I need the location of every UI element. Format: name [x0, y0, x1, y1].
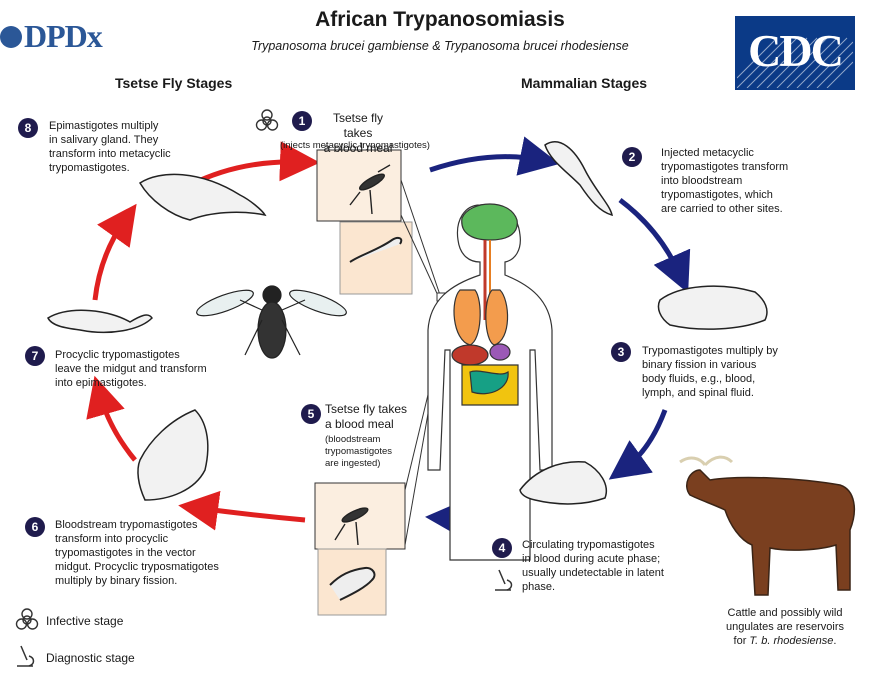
reservoir-suffix: .	[833, 635, 837, 647]
step-5-line-1: Tsetse fly takes	[325, 402, 408, 416]
bloodstream-trypomastigote-icon-6	[137, 409, 209, 501]
fly-feeding-box-top	[316, 149, 402, 222]
cdc-logo: CDC	[735, 16, 855, 90]
tsetse-fly-bottom-icon	[334, 507, 369, 546]
bloodstream-trypomastigote-bottom-icon	[329, 566, 376, 601]
step-5-text: Tsetse fly takes a blood meal	[325, 402, 407, 432]
step-2-text: Injected metacyclic trypomastigotes tran…	[661, 146, 788, 216]
procyclic-trypomastigote-icon	[47, 309, 153, 334]
step-6-line-3: trypomastigotes in the vector	[55, 547, 196, 559]
step-6-line-4: midgut. Procyclic tryposmatigotes	[55, 561, 219, 573]
step-5-line-2: a blood meal	[325, 417, 394, 431]
step-4-line-3: usually undetectable in latent	[522, 567, 664, 579]
reservoir-line-2: ungulates are reservoirs	[725, 621, 844, 633]
step-6-line-2: transform into procyclic	[55, 533, 169, 545]
step-2-line-3: into bloodstream	[661, 175, 743, 187]
cattle-icon	[679, 455, 856, 596]
step-1-line-1: Tsetse fly takes	[332, 111, 383, 140]
step-8-line-3: transform into metacyclic	[49, 148, 171, 160]
dpdx-logo-text: DPDx	[24, 18, 103, 54]
step-7-line-3: into epimastigotes.	[55, 377, 147, 389]
tsetse-fly-stages-heading: Tsetse Fly Stages	[115, 75, 233, 91]
trypomastigote-icon-4	[519, 461, 607, 505]
arrow-6-to-7	[86, 375, 137, 462]
step-2-line-2: trypomastigotes transform	[661, 161, 789, 173]
step-3-line-3: body fluids, e.g., blood,	[642, 373, 756, 385]
step-3-line-1: Trypomastigotes multiply by	[642, 345, 778, 357]
legend-biohazard-icon	[15, 608, 39, 630]
step-7-line-1: Procyclic trypomastigotes	[55, 349, 180, 361]
step-6-badge: 6	[25, 517, 45, 537]
cdc-logo-text: CDC	[748, 25, 844, 76]
reservoir-caption: Cattle and possibly wild ungulates are r…	[700, 606, 870, 648]
step-5-note-line-1: (bloodstream	[325, 434, 381, 445]
trypomastigote-icon-3	[657, 285, 768, 330]
step-8-line-2: in salivary gland. They	[49, 134, 159, 146]
mammalian-stages-heading: Mammalian Stages	[521, 75, 648, 91]
step-4-text: Circulating trypomastigotes in blood dur…	[522, 538, 664, 594]
arrow-7-to-8	[92, 203, 137, 301]
legend-diagnostic-label: Diagnostic stage	[46, 651, 135, 665]
step-2-badge: 2	[622, 147, 642, 167]
diagram-subtitle: Trypanosoma brucei gambiense & Trypanoso…	[251, 39, 629, 53]
step-6-line-1: Bloodstream trypomastigotes	[55, 519, 198, 531]
step-7-badge: 7	[25, 346, 45, 366]
reservoir-line-3: for T. b. rhodesiense.	[700, 634, 870, 648]
tsetse-fly-icon	[196, 285, 347, 359]
step-5-badge: 5	[301, 404, 321, 424]
epimastigote-icon	[138, 173, 267, 221]
arrow-1-to-2	[429, 136, 560, 176]
step-8-line-4: trypomastigotes.	[49, 162, 130, 174]
step-4-badge: 4	[492, 538, 512, 558]
cdc-stripes	[737, 37, 853, 88]
reservoir-line-1: Cattle and possibly wild	[727, 607, 843, 619]
arrow-5-to-6	[178, 490, 306, 531]
reservoir-prefix: for	[733, 635, 750, 647]
step-4-line-2: in blood during acute phase;	[522, 553, 661, 565]
diagram-title: African Trypanosomiasis	[315, 8, 565, 31]
step-1-note: (injects metacyclic trypomastigotes)	[280, 140, 430, 151]
step-1-badge: 1	[292, 111, 312, 131]
step-8-text: Epimastigotes multiply in salivary gland…	[49, 119, 171, 175]
step-4-line-4: phase.	[522, 581, 556, 593]
step-2-line-1: Injected metacyclic	[661, 147, 754, 159]
step-5-note-line-3: are ingested)	[325, 458, 381, 469]
step-3-line-2: binary fission in various	[642, 359, 757, 371]
dpdx-logo: DPDx	[0, 18, 103, 55]
tsetse-fly-top-icon	[349, 164, 391, 215]
step-1-text: Tsetse fly takes a blood meal	[318, 111, 398, 156]
human-body-figure	[427, 203, 553, 561]
biohazard-icon	[255, 109, 279, 131]
step-5-note: (bloodstream trypomastigotes are ingeste…	[325, 434, 392, 470]
step-3-line-4: lymph, and spinal fluid.	[642, 387, 754, 399]
step-8-badge: 8	[18, 118, 38, 138]
step-6-text: Bloodstream trypomastigotes transform in…	[55, 518, 219, 588]
step-7-text: Procyclic trypomastigotes leave the midg…	[55, 348, 207, 390]
step-2-line-5: are carried to other sites.	[661, 203, 783, 215]
step-3-text: Trypomastigotes multiply by binary fissi…	[642, 344, 778, 400]
legend-infective-label: Infective stage	[46, 614, 124, 628]
step-5-note-line-2: trypomastigotes	[325, 446, 393, 457]
step-2-line-4: trypomastigotes, which	[661, 189, 773, 201]
parasite-inset-top	[339, 221, 413, 295]
trypomastigote-icon-2	[544, 141, 613, 217]
step-1-line-2: a blood meal	[323, 141, 393, 155]
reservoir-species: T. b. rhodesiense	[749, 635, 834, 647]
step-8-line-1: Epimastigotes multiply	[49, 120, 159, 132]
step-6-line-5: multiply by binary fission.	[55, 575, 178, 587]
step-7-line-2: leave the midgut and transform	[55, 363, 207, 375]
step-4-line-1: Circulating trypomastigotes	[522, 539, 655, 551]
dpdx-emblem-icon	[0, 25, 22, 48]
step-3-badge: 3	[611, 342, 631, 362]
microscope-icon-step4	[495, 569, 513, 591]
arrow-3-to-4	[608, 409, 668, 480]
arrow-2-to-3	[618, 198, 691, 294]
legend-microscope-icon	[17, 645, 35, 667]
metacyclic-trypomastigote-icon	[349, 236, 403, 263]
